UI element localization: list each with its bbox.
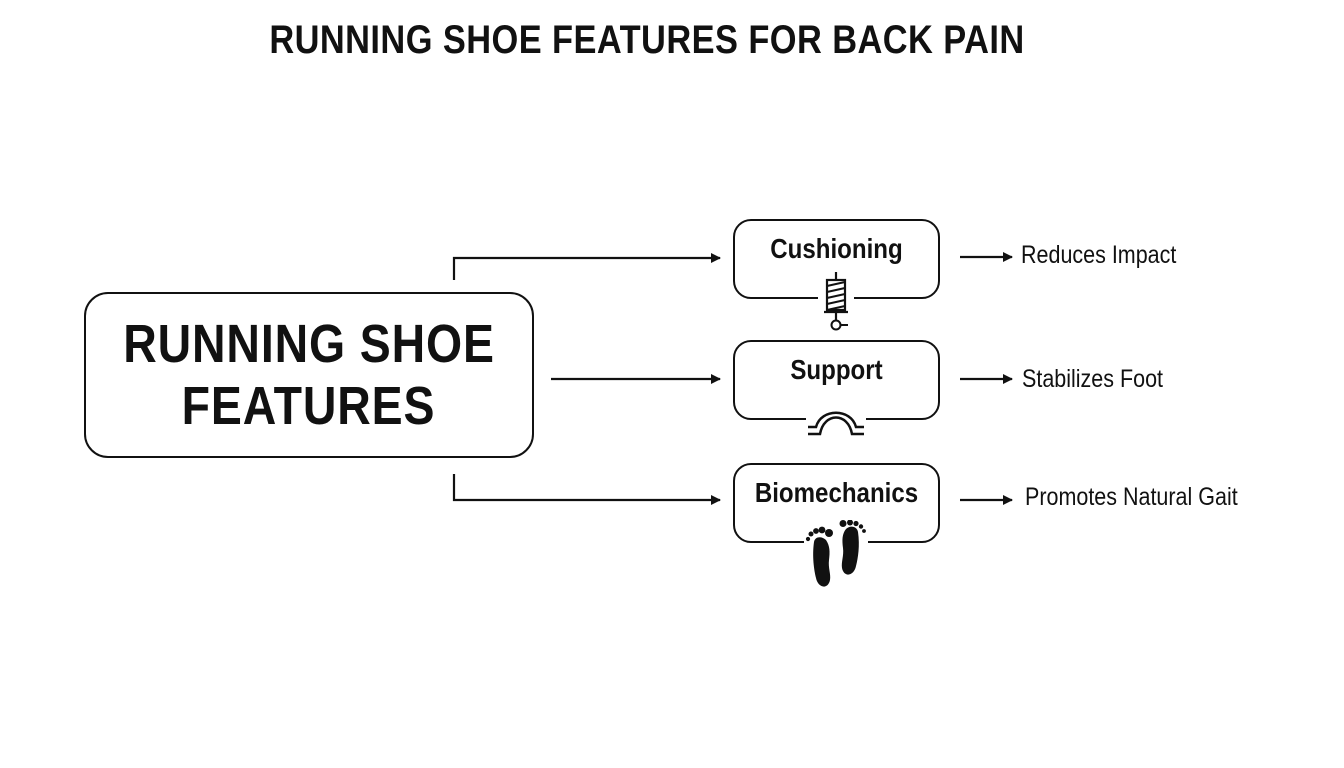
diagram-title: RUNNING SHOE FEATURES FOR BACK PAIN: [269, 18, 1025, 62]
arrow-to-biomechanics: [452, 474, 721, 505]
arrow-to-cushioning: [452, 253, 721, 280]
outcome-stabilizes-foot: Stabilizes Foot: [1022, 365, 1164, 393]
footprints-icon: [804, 520, 868, 592]
spring-icon: [818, 270, 854, 332]
feature-label-cushioning: Cushioning: [770, 233, 903, 264]
outcome-reduces-impact: Reduces Impact: [1021, 241, 1177, 269]
main-node-line-2: FEATURES: [182, 376, 436, 436]
outcome-promotes-natural-gait: Promotes Natural Gait: [1025, 483, 1238, 511]
feature-label-biomechanics: Biomechanics: [754, 477, 919, 508]
feature-label-support: Support: [790, 354, 883, 385]
main-node-running-shoe-features: RUNNING SHOE FEATURES: [84, 292, 534, 458]
arch-support-icon: [806, 402, 866, 440]
main-node-line-1: RUNNING SHOE: [123, 314, 495, 374]
